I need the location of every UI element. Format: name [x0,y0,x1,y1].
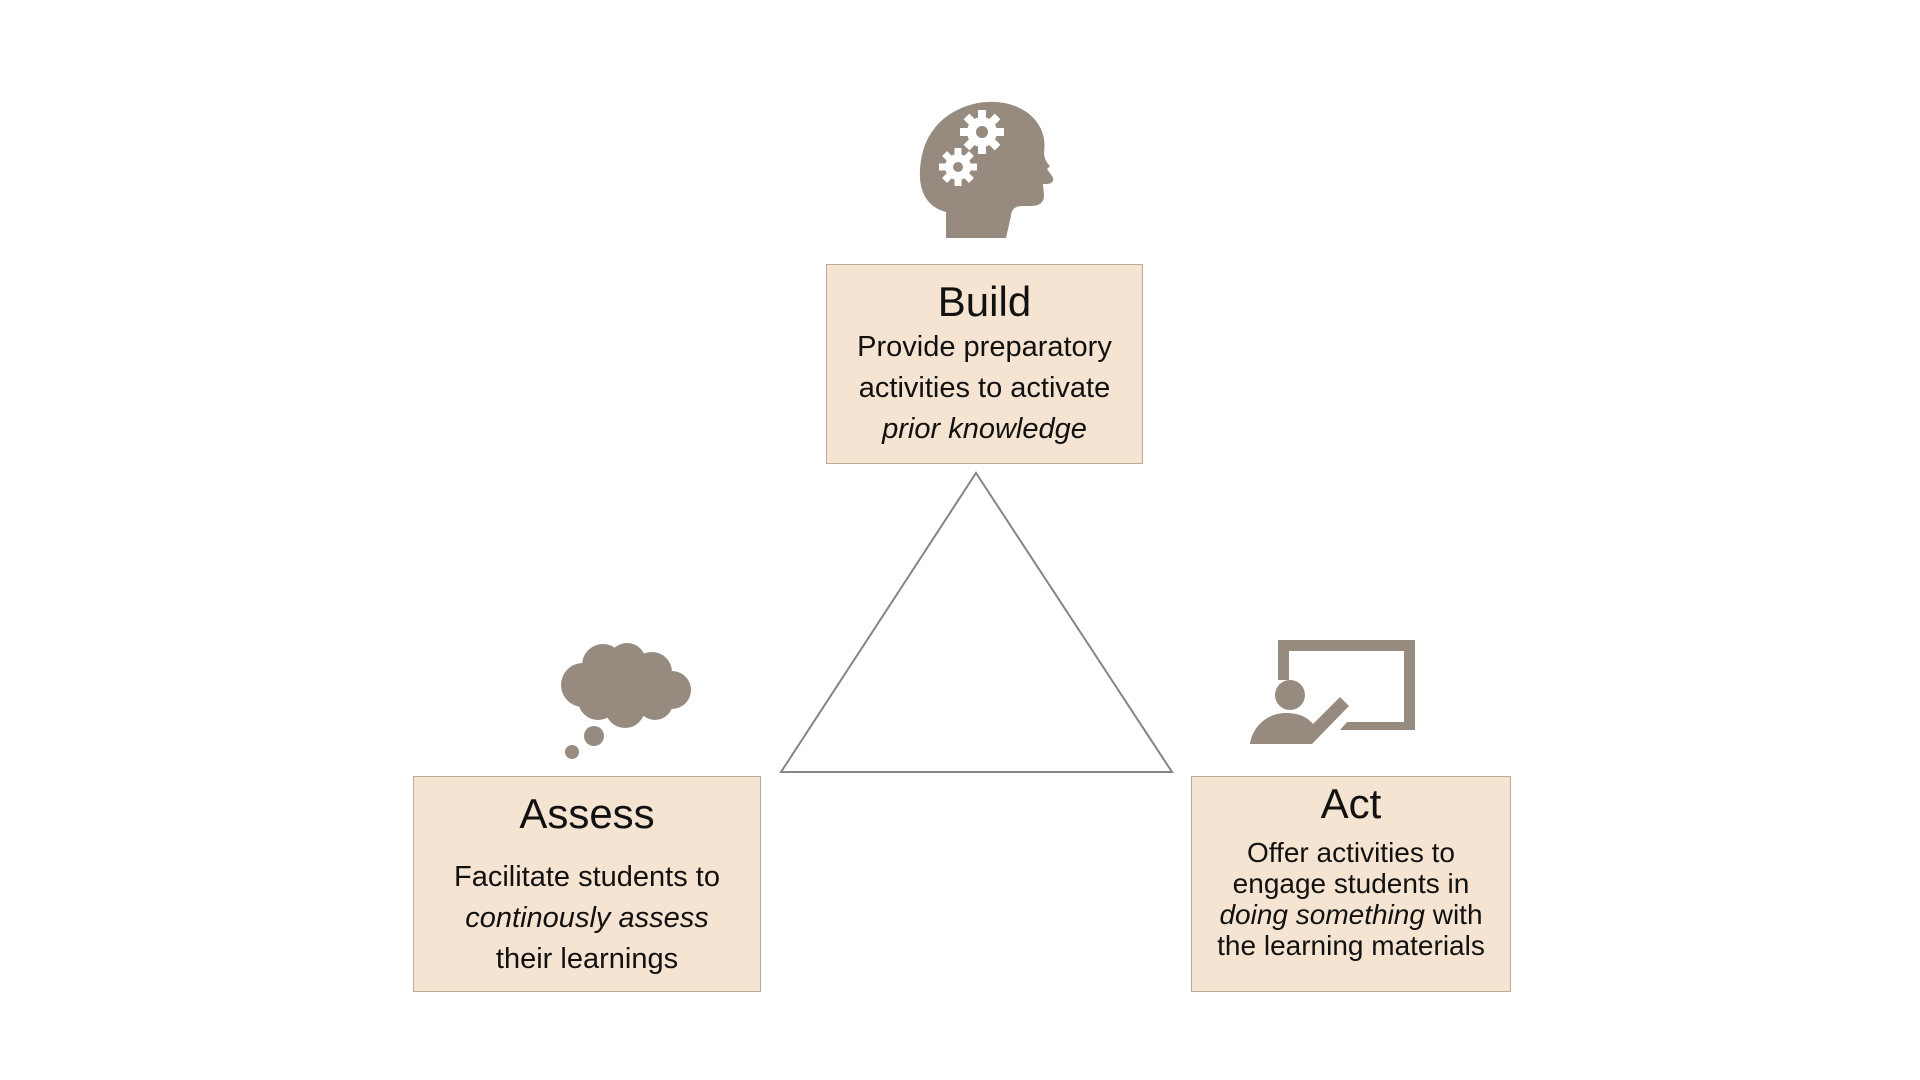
build-line-3: prior knowledge [882,413,1087,445]
act-line-2: engage students in [1232,868,1470,899]
build-description: Provide preparatory activities to activa… [827,327,1142,450]
act-line-3-emphasis: doing something [1219,899,1425,930]
act-line-4: the learning materials [1217,930,1485,961]
act-line-1: Offer activities to [1246,837,1455,868]
assess-title: Assess [519,790,655,837]
act-line-3-rest: with [1424,899,1483,930]
build-line-2: activities to activate [858,372,1111,404]
build-line-1: Provide preparatory [857,331,1112,363]
assess-line-1: Facilitate students to [454,861,720,893]
assess-box: Assess Facilitate students to continousl… [413,776,761,992]
act-description: Offer activities to engage students in d… [1192,837,1510,961]
assess-description: Facilitate students to continously asses… [414,857,760,980]
assess-line-2: continously assess [465,902,709,934]
act-title: Act [1320,780,1382,827]
build-box: Build Provide preparatory activities to … [826,264,1143,464]
act-box: Act Offer activities to engage students … [1191,776,1511,992]
assess-line-3: their learnings [495,943,679,975]
build-title: Build [937,278,1032,325]
